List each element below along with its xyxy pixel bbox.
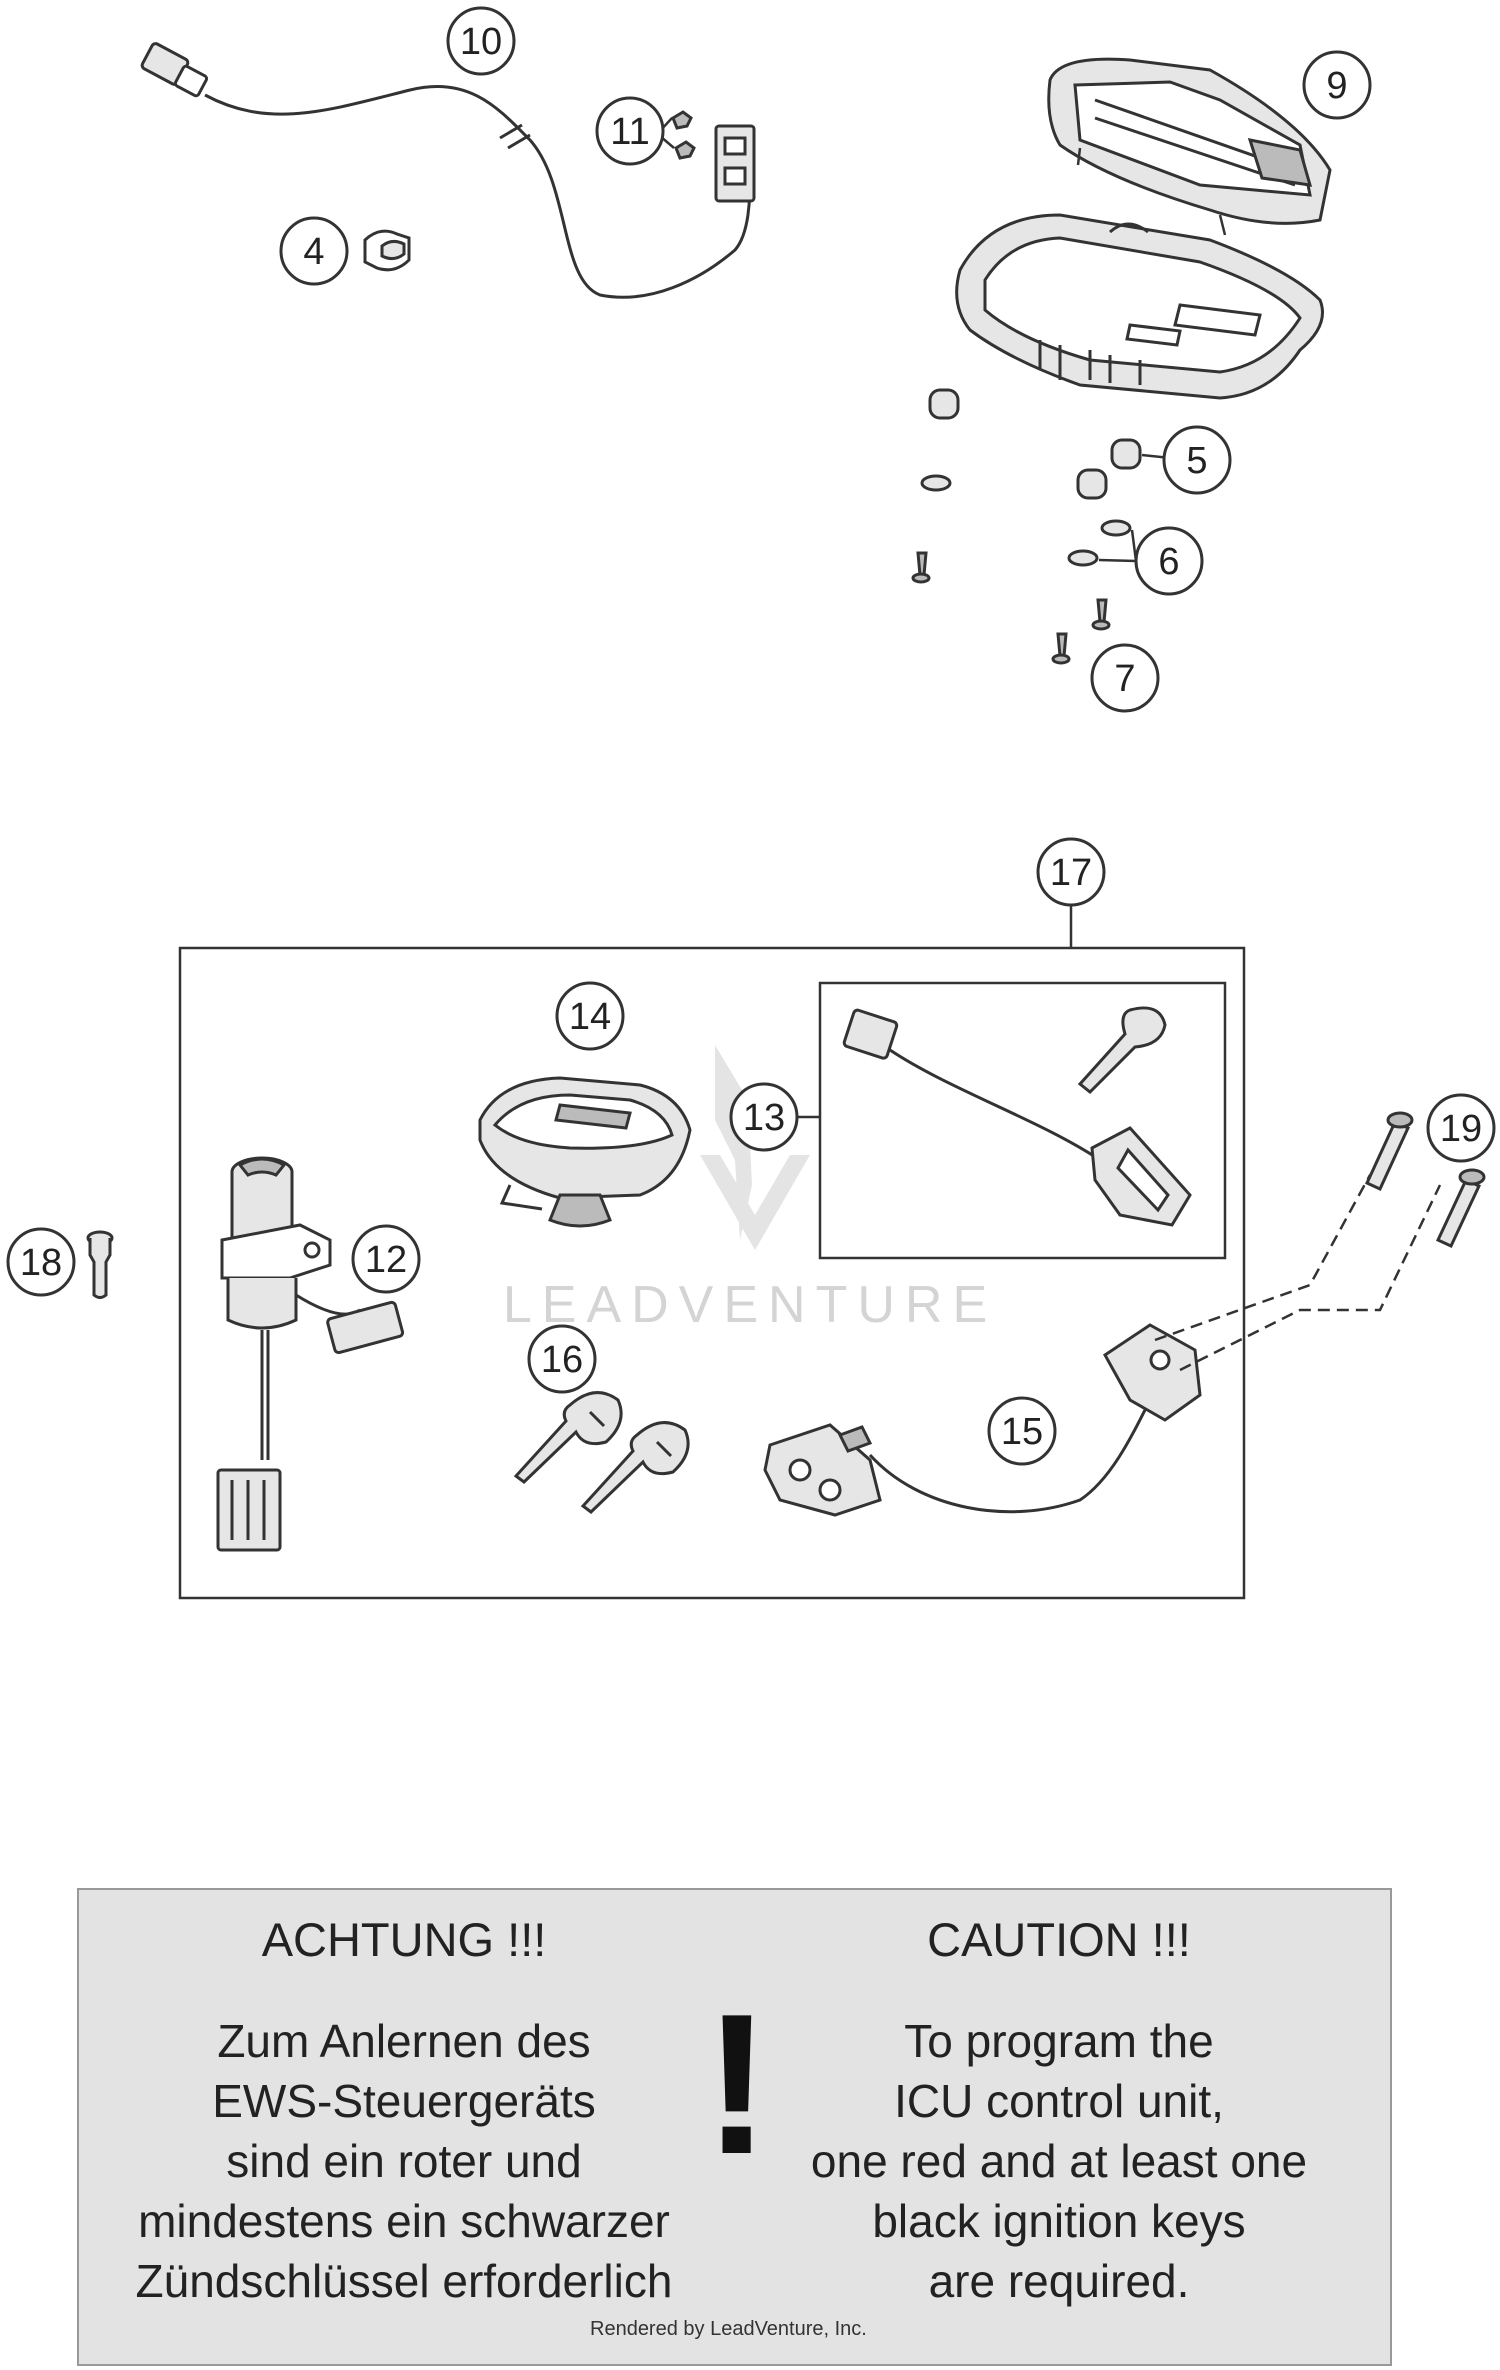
callouts: 10 9 11 4 5 6 7 17 14 13 19 18 12 16 15 bbox=[6, 6, 1496, 1466]
callout-circle bbox=[595, 96, 665, 166]
callout-number: 16 bbox=[541, 1339, 583, 1381]
callout-4: 4 bbox=[279, 216, 349, 286]
part-5-grommets bbox=[928, 388, 1142, 500]
part-10-wiring-harness bbox=[140, 42, 756, 299]
caution-line-de: EWS-Steuergeräts bbox=[212, 2075, 596, 2127]
callout-circle bbox=[1162, 425, 1232, 495]
caution-line-en: one red and at least one bbox=[810, 2135, 1308, 2187]
callout-5: 5 bbox=[1162, 425, 1232, 495]
callout-16: 16 bbox=[527, 1324, 597, 1394]
caution-line-en: are required. bbox=[928, 2255, 1190, 2307]
callout-number: 6 bbox=[1158, 541, 1179, 583]
callout-number: 10 bbox=[460, 21, 502, 63]
caution-heading-de: ACHTUNG !!! bbox=[261, 1913, 547, 1966]
callout-14: 14 bbox=[555, 981, 625, 1051]
callout-circle bbox=[446, 6, 516, 76]
caution-line-de: Zündschlüssel erforderlich bbox=[135, 2255, 673, 2307]
callout-circle bbox=[555, 981, 625, 1051]
part-7-screws bbox=[911, 551, 1111, 665]
callout-number: 7 bbox=[1114, 658, 1135, 700]
part-9-instrument-cluster bbox=[955, 57, 1332, 400]
callout-number: 9 bbox=[1326, 65, 1347, 107]
callout-12: 12 bbox=[351, 1224, 421, 1294]
watermark-text: LEADVENTURE bbox=[503, 1276, 997, 1334]
part-14-fuel-cap bbox=[478, 1076, 692, 1228]
callout-9: 9 bbox=[1302, 50, 1372, 120]
callout-6: 6 bbox=[1134, 526, 1204, 596]
callout-11: 11 bbox=[595, 96, 665, 166]
callout-circle bbox=[6, 1227, 76, 1297]
callout-number: 14 bbox=[569, 996, 611, 1038]
callout-number: 13 bbox=[743, 1097, 785, 1139]
callout-number: 4 bbox=[303, 231, 324, 273]
part-11-screws bbox=[671, 110, 696, 160]
part-6-washers bbox=[920, 474, 1132, 567]
callout-number: 18 bbox=[20, 1242, 62, 1284]
caution-german: ACHTUNG !!! Zum Anlernen des EWS-Steuerg… bbox=[79, 1912, 729, 2311]
callout-number: 17 bbox=[1050, 852, 1092, 894]
part-12-ignition-lock bbox=[216, 1156, 405, 1552]
callout-13: 13 bbox=[729, 1082, 799, 1152]
callout-circle bbox=[279, 216, 349, 286]
callout-10: 10 bbox=[446, 6, 516, 76]
callout-15: 15 bbox=[987, 1396, 1057, 1466]
part-4-clip bbox=[363, 229, 411, 272]
callout-17: 17 bbox=[1036, 837, 1106, 907]
callout-number: 19 bbox=[1440, 1108, 1482, 1150]
callout-circle bbox=[1036, 837, 1106, 907]
callout-number: 12 bbox=[365, 1239, 407, 1281]
part-13-subkit bbox=[788, 981, 1227, 1260]
part-16-keys bbox=[513, 1391, 690, 1514]
caution-line-de: Zum Anlernen des bbox=[217, 2015, 591, 2067]
callout-number: 11 bbox=[610, 111, 649, 153]
callout-circle bbox=[351, 1224, 421, 1294]
caution-notice: ACHTUNG !!! Zum Anlernen des EWS-Steuerg… bbox=[77, 1888, 1392, 2366]
callout-circle bbox=[1134, 526, 1204, 596]
callout-number: 5 bbox=[1186, 440, 1207, 482]
callout-circle bbox=[987, 1396, 1057, 1466]
exclamation-icon: ! bbox=[703, 1973, 771, 2196]
caution-heading-en: CAUTION !!! bbox=[927, 1913, 1191, 1966]
part-18-pin bbox=[86, 1230, 114, 1299]
callout-number: 15 bbox=[1001, 1411, 1043, 1453]
callout-circle bbox=[1090, 643, 1160, 713]
caution-line-de: mindestens ein schwarzer bbox=[138, 2195, 670, 2247]
part-19-bolts bbox=[1365, 1111, 1486, 1248]
callout-circle bbox=[729, 1082, 799, 1152]
caution-english: CAUTION !!! To program the ICU control u… bbox=[759, 1912, 1359, 2311]
part-17-kit-frame bbox=[178, 896, 1246, 1600]
callout-circle bbox=[1426, 1093, 1496, 1163]
caution-line-en: To program the bbox=[904, 2015, 1214, 2067]
callout-19: 19 bbox=[1426, 1093, 1496, 1163]
callout-circle bbox=[1302, 50, 1372, 120]
caution-line-de: sind ein roter und bbox=[226, 2135, 582, 2187]
callout-7: 7 bbox=[1090, 643, 1160, 713]
part-15-sensor bbox=[763, 1174, 1442, 1517]
leadventure-watermark: LEADVENTURE bbox=[503, 1045, 997, 1334]
caution-line-en: black ignition keys bbox=[872, 2195, 1246, 2247]
callout-18: 18 bbox=[6, 1227, 76, 1297]
render-credit: Rendered by LeadVenture, Inc. bbox=[590, 2318, 867, 2340]
callout-circle bbox=[527, 1324, 597, 1394]
caution-line-en: ICU control unit, bbox=[894, 2075, 1224, 2127]
